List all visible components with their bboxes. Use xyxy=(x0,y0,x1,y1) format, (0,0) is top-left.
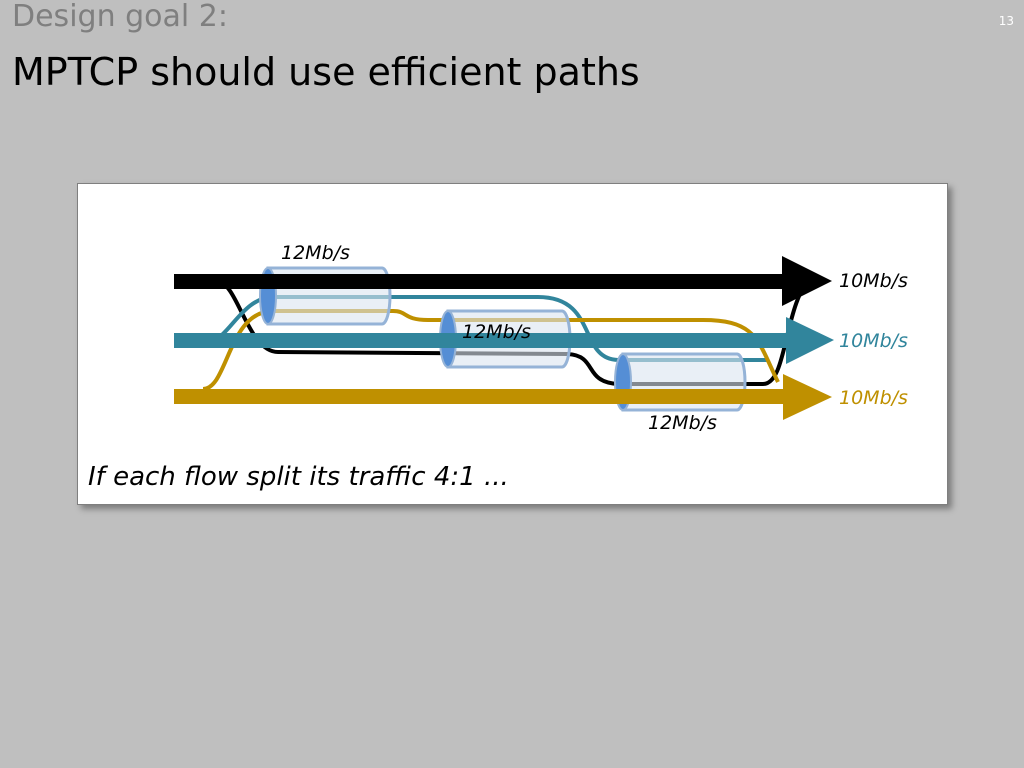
teal-flow-arrow xyxy=(174,317,834,364)
slide-supertitle: Design goal 2: xyxy=(12,0,228,34)
teal-flow-rate-label: 10Mb/s xyxy=(839,330,908,352)
diagram-panel: 12Mb/s 12Mb/s 12Mb/s 10Mb/s 10Mb/s 10Mb/… xyxy=(77,183,948,505)
gold-flow-rate-label: 10Mb/s xyxy=(839,387,908,409)
diagram-caption: If each flow split its traffic 4:1 ... xyxy=(88,462,509,492)
teal-subflow-path xyxy=(212,295,768,362)
network-diagram: 12Mb/s 12Mb/s 12Mb/s 10Mb/s 10Mb/s 10Mb/… xyxy=(174,242,908,434)
link-3-capacity-label: 12Mb/s xyxy=(648,412,717,434)
black-flow-rate-label: 10Mb/s xyxy=(839,270,908,292)
black-flow-arrow xyxy=(174,256,832,306)
link-2-capacity-label: 12Mb/s xyxy=(462,321,531,343)
slide-number: 13 xyxy=(998,14,1014,28)
slide-title: MPTCP should use efficient paths xyxy=(12,50,640,94)
link-1-capacity-label: 12Mb/s xyxy=(281,242,350,264)
gold-flow-arrow xyxy=(174,374,832,420)
